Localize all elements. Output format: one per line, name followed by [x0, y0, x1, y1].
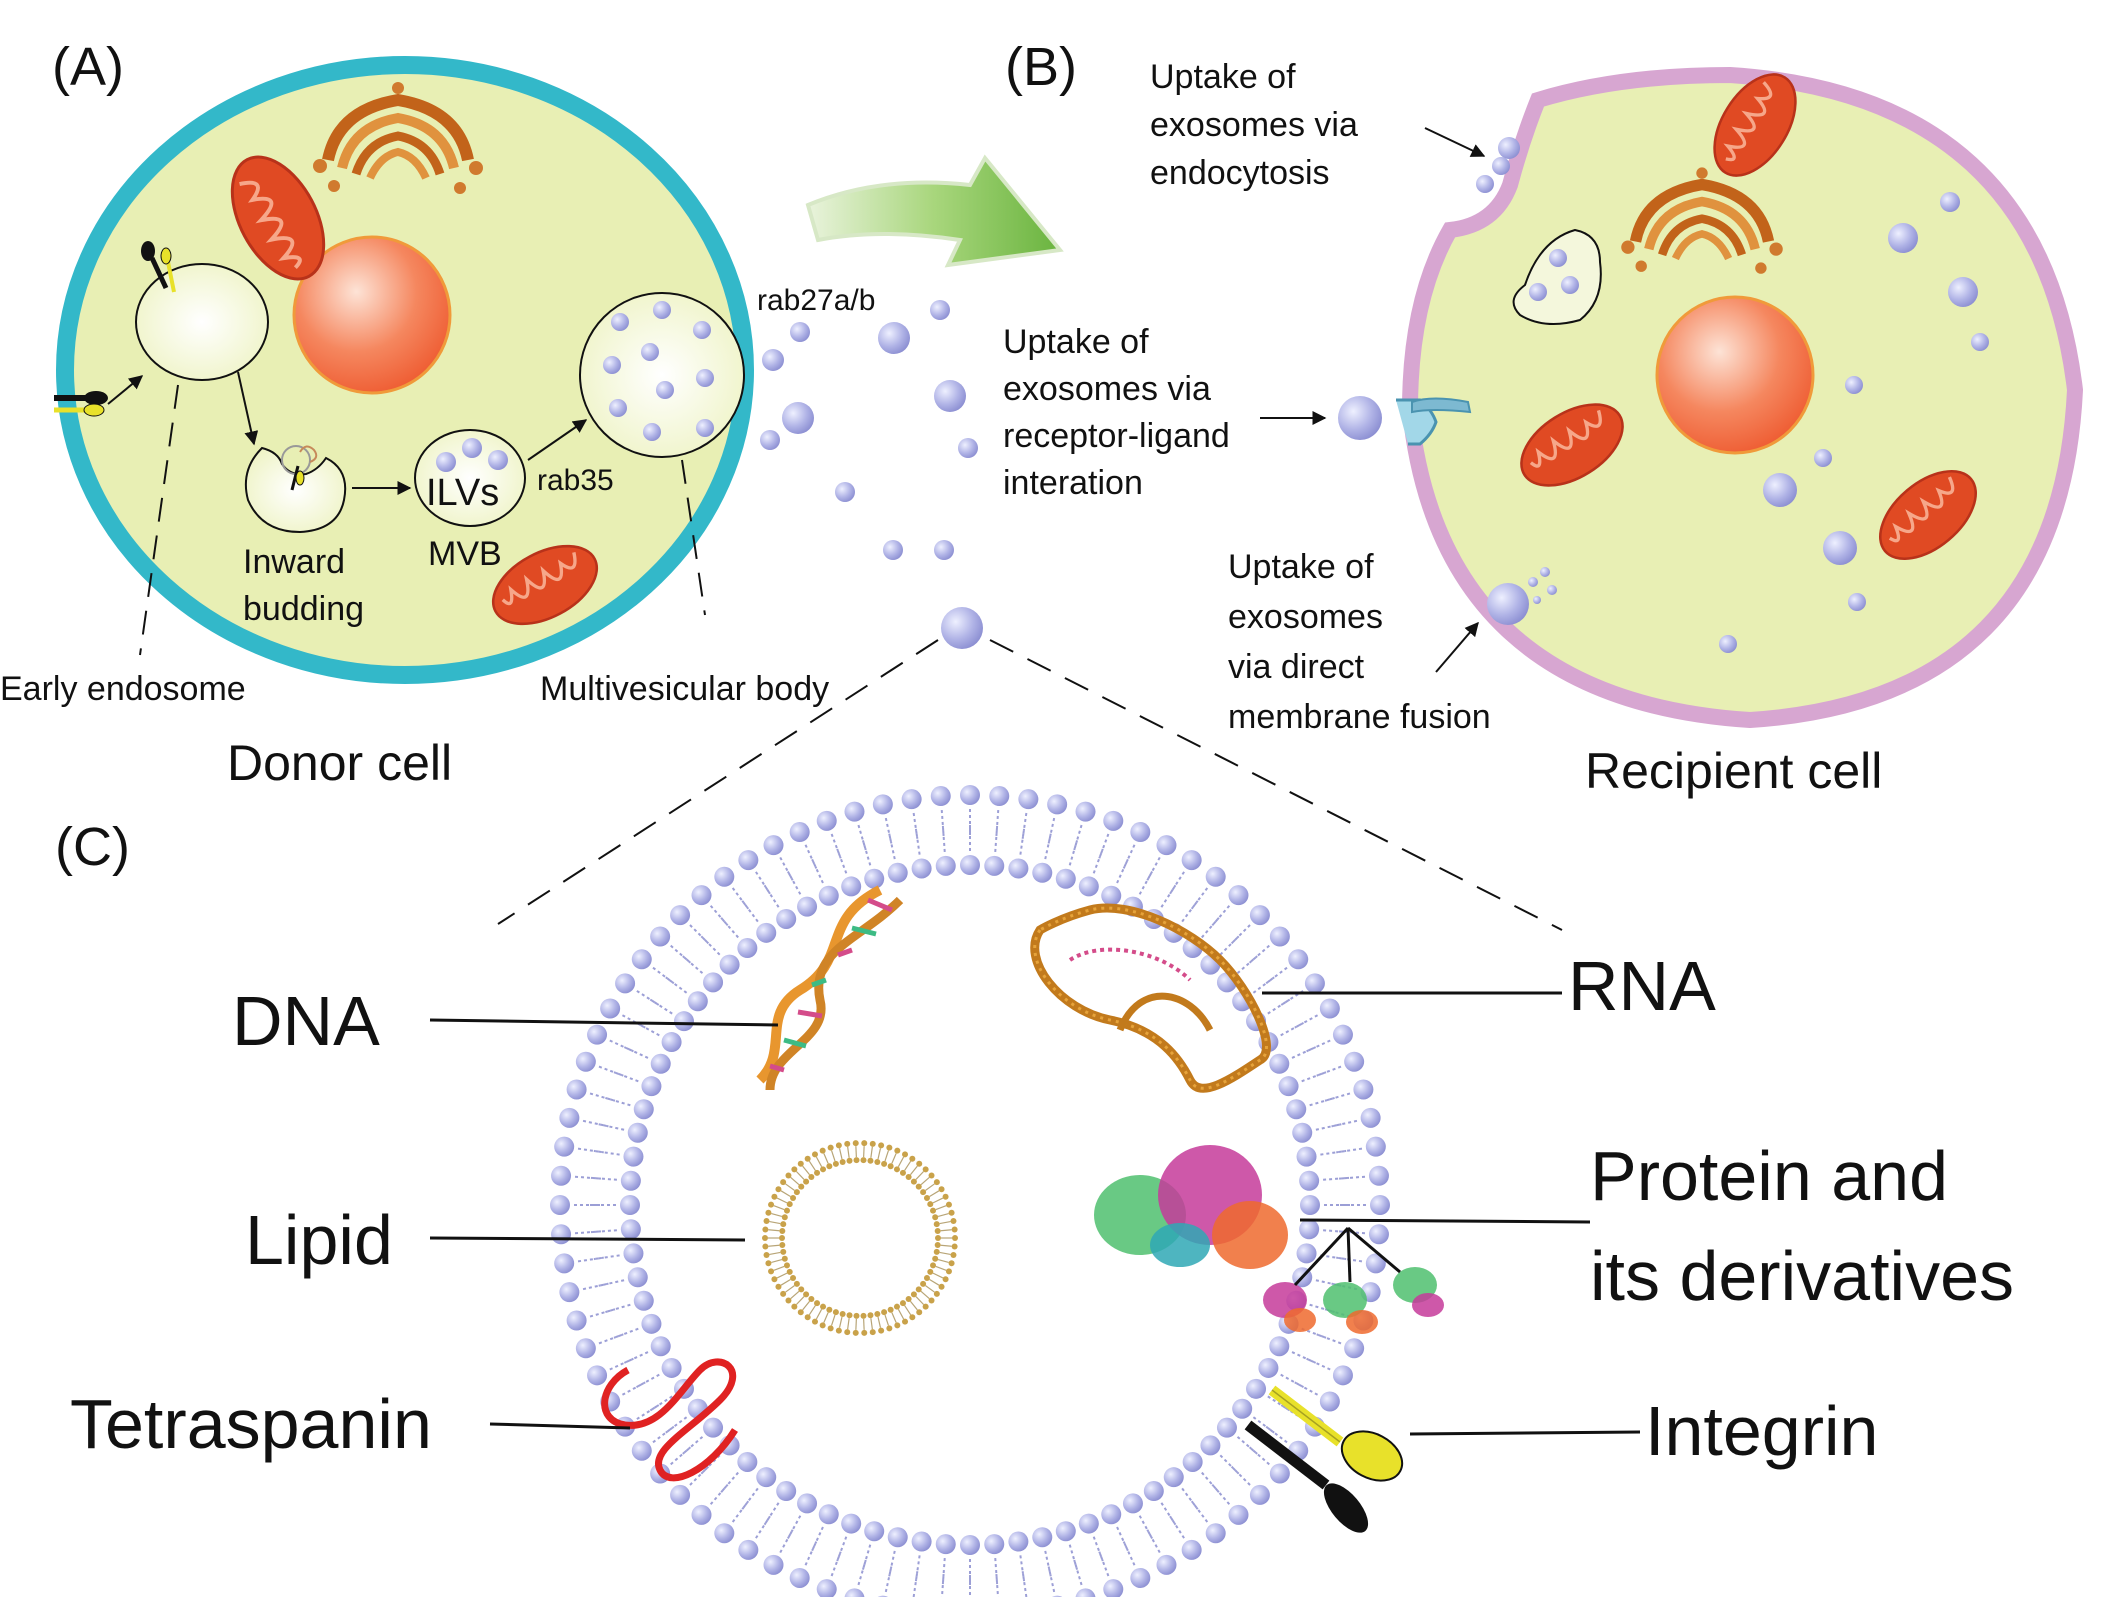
- endocytosis-label-3: endocytosis: [1150, 154, 1330, 192]
- entering-integrin-icon: [54, 391, 108, 417]
- tetraspanin-label: Tetraspanin: [70, 1385, 432, 1463]
- protein-label-1: Protein and: [1590, 1137, 1948, 1215]
- donor-cell-caption: Donor cell: [227, 735, 452, 791]
- early-endosome-label: Early endosome: [0, 670, 246, 708]
- early-endosome: [135, 263, 269, 381]
- ligand-exosome: [1338, 396, 1382, 440]
- panel-label-a: (A): [52, 37, 124, 97]
- fusion-label-1: Uptake of: [1228, 548, 1374, 586]
- exosome-bilayer: [550, 785, 1390, 1597]
- rna-label: RNA: [1568, 947, 1716, 1025]
- panel-label-b: (B): [1005, 37, 1077, 97]
- recipient-cell: [1338, 58, 2084, 729]
- receptor-label-4: interation: [1003, 464, 1143, 502]
- lipid-label: Lipid: [245, 1201, 393, 1279]
- rab27-label: rab27a/b: [757, 284, 875, 317]
- recipient-cell-caption: Recipient cell: [1585, 743, 1882, 799]
- dna-helix-icon: [756, 885, 904, 1091]
- donor-cell: [54, 56, 754, 684]
- rab35-label: rab35: [537, 464, 614, 497]
- released-exosomes: [760, 300, 983, 649]
- exosome-zoomed: [941, 607, 983, 649]
- inward-budding-label-2: budding: [243, 590, 364, 628]
- integrin-icon: [1244, 1385, 1404, 1533]
- rna-icon: [1030, 903, 1271, 1093]
- zoom-line-right: [989, 639, 1563, 931]
- dna-label: DNA: [232, 982, 380, 1060]
- panel-label-c: (C): [55, 817, 130, 877]
- endocytosis-label-2: exosomes via: [1150, 106, 1358, 144]
- protein-label-2: its derivatives: [1590, 1237, 2014, 1315]
- integrin-label: Integrin: [1645, 1392, 1878, 1470]
- receptor-label-1: Uptake of: [1003, 323, 1149, 361]
- tetraspanin-icon: [601, 1358, 738, 1482]
- protein-icon: [1094, 1145, 1444, 1334]
- receptor-label-3: receptor-ligand: [1003, 417, 1230, 455]
- ilvs-label: ILVs: [426, 472, 499, 514]
- integrin-small-icon: [141, 241, 176, 293]
- fusion-label-4: membrane fusion: [1228, 698, 1491, 736]
- donor-nucleus: [292, 235, 452, 395]
- zoom-line-left: [497, 639, 939, 925]
- endocytosis-label-1: Uptake of: [1150, 58, 1296, 96]
- receptor-label-2: exosomes via: [1003, 370, 1211, 408]
- recipient-nucleus: [1655, 295, 1815, 455]
- inward-budding-label-1: Inward: [243, 543, 345, 581]
- mvb-label: MVB: [428, 535, 502, 573]
- transfer-arrow-icon: [805, 154, 1064, 268]
- multivesicular-body-label: Multivesicular body: [540, 670, 829, 708]
- fusion-label-3: via direct: [1228, 648, 1365, 686]
- fusion-label-2: exosomes: [1228, 598, 1383, 636]
- lipid-circle: [762, 1140, 958, 1336]
